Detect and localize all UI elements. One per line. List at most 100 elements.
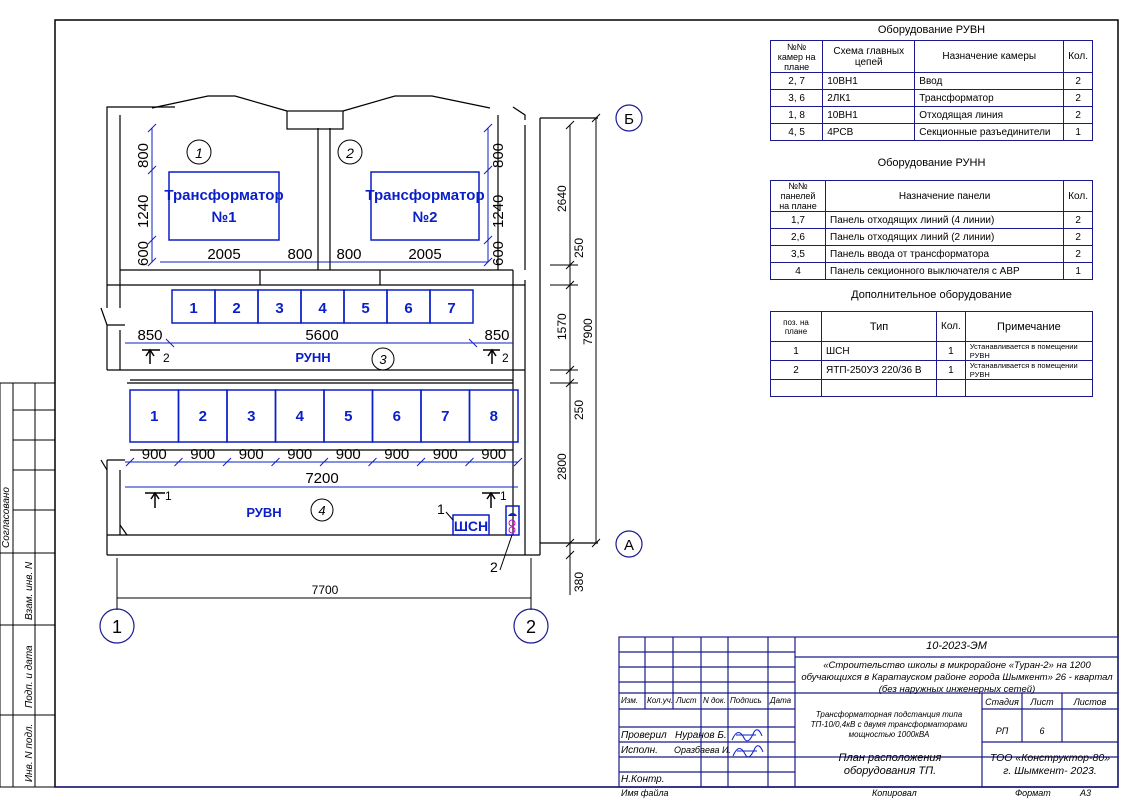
right-dim-lines <box>550 113 601 595</box>
side-stamp <box>0 382 56 788</box>
title-block-grid <box>55 636 1119 788</box>
section-mark-2-right: 2 <box>502 351 509 365</box>
executed-role: Исполн. <box>621 745 658 756</box>
table-ruvn: №№ камер на плане Схема главных цепей На… <box>769 40 1093 141</box>
table-cell <box>821 379 937 397</box>
table-header-cell: Кол. <box>1063 180 1093 212</box>
section-mark-1-right: 1 <box>500 489 507 503</box>
col-header-date: Дата <box>770 696 792 705</box>
right-dim-250-b: 250 <box>572 400 586 420</box>
table-cell: 2 <box>1063 228 1093 246</box>
table-cell: Отходящая линия <box>914 106 1065 124</box>
ruvn-dim: 900 <box>142 446 167 463</box>
table-cell: 2ЛК1 <box>822 89 916 107</box>
table-header-cell: Кол. <box>1063 40 1093 73</box>
ruvn-dim-tick <box>513 457 523 467</box>
runn-panel-number: 5 <box>361 300 369 317</box>
ruvn-dim: 900 <box>336 446 361 463</box>
checked-role: Проверил <box>621 730 667 741</box>
ruvn-dim: 900 <box>287 446 312 463</box>
table-header-cell: Назначение панели <box>824 180 1065 212</box>
table-cell: 2,6 <box>770 228 826 246</box>
format-label: Формат <box>1015 788 1051 798</box>
table-cell: 1 <box>770 341 822 361</box>
col-header-list: Лист <box>676 696 697 705</box>
dim-left-800: 800 <box>135 143 152 168</box>
shsn-leader <box>445 511 454 521</box>
room-marker-3 <box>371 347 395 371</box>
shsn-label: ШСН <box>454 518 488 534</box>
ruvn-cell-number: 8 <box>490 408 498 425</box>
runn-panel-number: 2 <box>232 300 240 317</box>
object-description: Трансформаторная подстанция типа ТП-10/0… <box>810 710 968 739</box>
ruvn-dim-tick <box>125 457 135 467</box>
room-number-2: 2 <box>345 145 354 161</box>
yatp-position: 2 <box>490 559 498 575</box>
table-cell: Панель секционного выключателя с АВР <box>824 262 1065 280</box>
table-extra-header: поз. на плане Тип Кол. Примечание <box>770 311 1094 342</box>
axis-b-marker <box>615 104 643 132</box>
section-1-marks <box>145 491 500 508</box>
table-cell: 2, 7 <box>769 72 824 90</box>
right-dim-2800: 2800 <box>555 453 569 480</box>
table-cell: 4РСВ <box>822 123 916 141</box>
dim-right-1240: 1240 <box>490 195 507 228</box>
ruvn-dim: 900 <box>190 446 215 463</box>
norm-control-role: Н.Контр. <box>621 774 665 785</box>
ruvn-cell-number: 2 <box>199 408 207 425</box>
ruvn-dim-tick <box>222 457 232 467</box>
table-cell: Панель отходящих линий (2 линии) <box>824 228 1065 246</box>
transformer-1-box <box>168 171 280 241</box>
section-mark-1-left: 1 <box>165 489 172 503</box>
signature-checked <box>731 729 763 742</box>
table-cell: 2 <box>1063 72 1093 90</box>
overall-height-7900: 7900 <box>581 318 595 345</box>
doc-code: 10-2023-ЭМ <box>926 640 987 652</box>
table-cell: Секционные разъединители <box>914 123 1065 141</box>
table-cell: 2 <box>1063 245 1093 263</box>
left-dim-lines <box>147 123 493 267</box>
table-cell: Панель ввода от трансформатора <box>824 245 1065 263</box>
side-label-inv: Инв. N подл. <box>24 724 35 782</box>
right-dim-250-a: 250 <box>572 238 586 258</box>
ruvn-dim: 900 <box>481 446 506 463</box>
dim-left-1240: 1240 <box>135 195 152 228</box>
table-header-cell: Кол. <box>936 311 966 342</box>
sheet-value: 6 <box>1039 726 1045 736</box>
copied-label: Копировал <box>872 788 917 798</box>
col-header-signature: Подпись <box>730 696 762 705</box>
company-name: ТОО «Конструктор-80» г. Шымкент- 2023. <box>989 752 1111 777</box>
sheets-header: Листов <box>1073 697 1107 707</box>
table-header-cell: Схема главных цепей <box>822 40 916 73</box>
table-cell: 2 <box>770 360 822 380</box>
table-header-cell: Назначение камеры <box>914 40 1065 73</box>
table-cell: Ввод <box>914 72 1065 90</box>
ruvn-dim-lines <box>125 461 518 488</box>
runn-label: РУНН <box>295 350 330 365</box>
col-header-koluch: Кол.уч. <box>647 696 674 705</box>
transformer-2-number: №2 <box>412 209 437 226</box>
shsn-box <box>452 514 490 536</box>
room-marker-1 <box>186 139 212 165</box>
table-cell: Устанавливается в помещении РУВН <box>964 360 1094 380</box>
side-label-agreed: Согласовано <box>1 487 12 548</box>
dim-top-2005-a: 2005 <box>207 246 240 263</box>
table-cell <box>936 379 966 397</box>
runn-dim-850-a: 850 <box>137 327 162 344</box>
ruvn-cell-number: 7 <box>441 408 449 425</box>
room-number-3: 3 <box>379 352 387 367</box>
table-cell: 10ВН1 <box>822 106 916 124</box>
side-label-signature: Подп. и дата <box>24 645 35 708</box>
drawing-title: План расположения оборудования ТП. <box>838 752 942 777</box>
ruvn-dim-tick <box>271 457 280 467</box>
table-cell: Панель отходящих линий (4 линии) <box>824 211 1065 229</box>
runn-panel-number: 6 <box>404 300 412 317</box>
table-cell: 2 <box>1063 106 1093 124</box>
